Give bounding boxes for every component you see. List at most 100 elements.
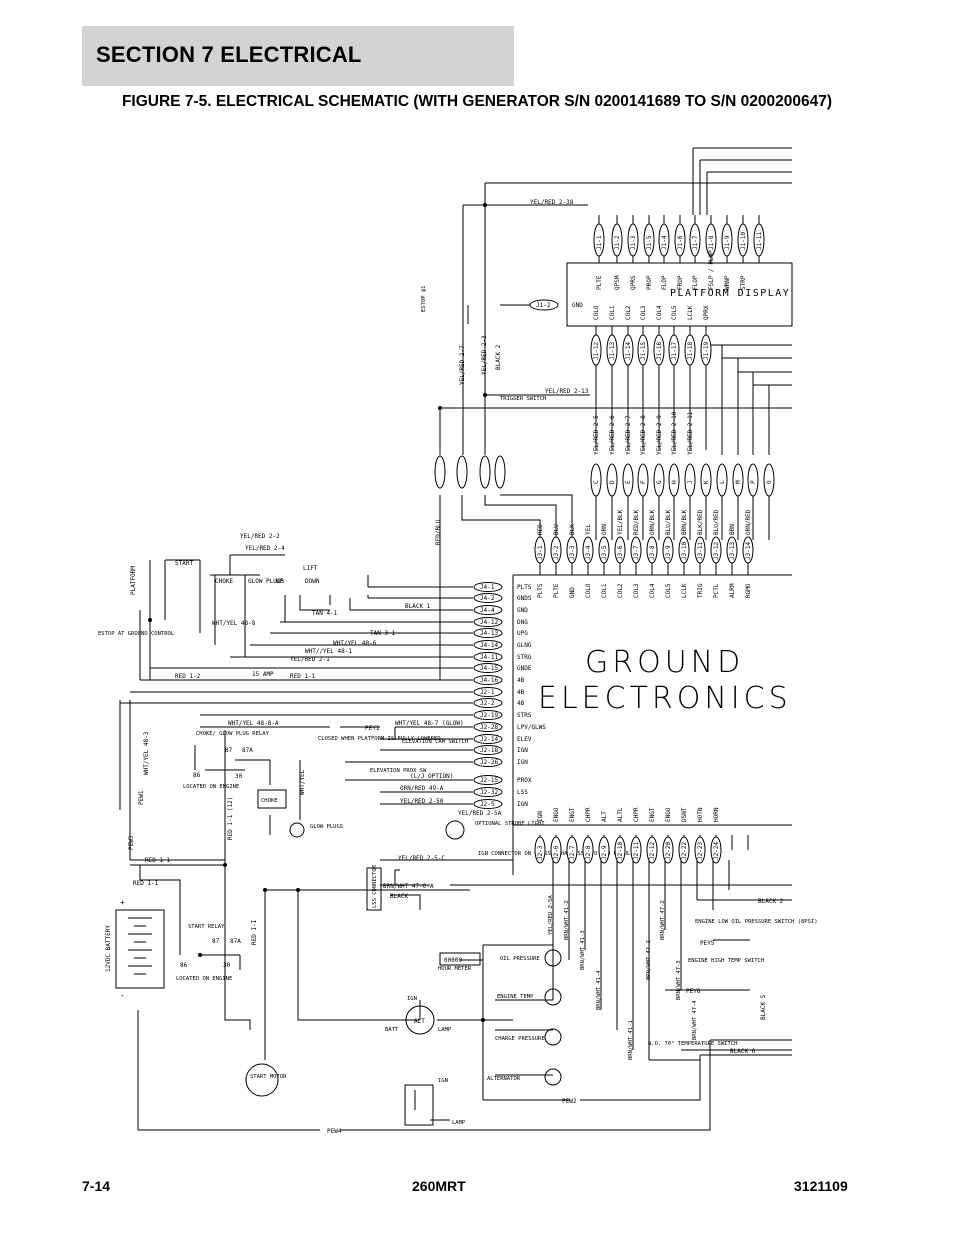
lss-connector-label: LSS CONNECTOR [372, 864, 378, 908]
j3-signal: RGMO [745, 583, 752, 598]
ground-pin-signal: UPG [517, 630, 528, 637]
wire-yel-red-2-50: YEL/RED 2-50 [400, 798, 444, 805]
ground-bottom-connector [630, 836, 642, 864]
platform-bottom-connector [590, 334, 602, 366]
j3-wire-color: BRN/BLK [681, 509, 688, 535]
wire-black-6: BLACK 6 [730, 1048, 756, 1055]
platform-top-signal: PROP [646, 275, 653, 290]
j3-wire-color: RED/BLK [633, 509, 640, 535]
ground-pin-connector-label: J2-2 [480, 700, 495, 707]
platform-bottom-connector-label: J1-12 [593, 342, 600, 360]
platform-top-connector [611, 223, 623, 257]
ground-bottom-connector-label: J2-11 [633, 842, 640, 860]
ground-pin-connector [473, 628, 503, 638]
mid-wire-label: YEL/RED 2-5 [593, 415, 600, 455]
ground-pin-connector-label: J4-12 [480, 619, 498, 626]
alt-label: ALT [414, 1018, 425, 1025]
wire-red-blu: RED/BLU [435, 519, 442, 545]
ground-pin-connector-label: J4-13 [480, 630, 498, 637]
relay-pin-label: 87A [242, 747, 253, 754]
j3-connector [630, 536, 642, 564]
j3-wire-color: BLU/RED [713, 509, 720, 535]
platform-top-connector-label: J1-9 [724, 235, 731, 250]
ground-pin-connector-label: J2-14 [480, 736, 498, 743]
mid-connector [747, 463, 759, 497]
ground-pin-signal: GLNG [517, 642, 532, 649]
mid-connector [716, 463, 728, 497]
mid-connector [668, 463, 680, 497]
j3-connector-label: J3-5 [601, 545, 608, 560]
strobe-label: OPTIONAL STROBE LIGHT [475, 821, 545, 827]
ground-pin-connector-label: J2-19 [480, 712, 498, 719]
ground-bottom-connector-label: J2-20 [665, 842, 672, 860]
ground-electronics-title-2: ELECTRONICS [538, 681, 792, 716]
j3-connector [566, 536, 578, 564]
relay-pin-label: 30 [235, 773, 243, 780]
mid-connector [622, 463, 634, 497]
ground-pin-signal: PLTS [517, 584, 532, 591]
j3-wire-color: BLU/BLK [665, 509, 672, 535]
estop-ground-label: ESTOP AT GROUND CONTROL [98, 631, 175, 637]
j3-connector [662, 536, 674, 564]
brn-wht-wire-label: BRN/WHT 47-4 [692, 1000, 698, 1040]
wire-yel-red-2-1: YEL/RED 2-1 [290, 656, 330, 663]
engine-temp-label: ENGINE TEMP [497, 994, 534, 1000]
platform-gnd-connector-label: J1-2 [536, 302, 551, 309]
j3-connector-label: J3-6 [617, 545, 624, 560]
wire-yel-red-2-13: YEL/RED 2-13 [545, 388, 589, 395]
platform-bottom-connector [606, 334, 618, 366]
platform-bottom-signal: COL5 [671, 305, 678, 320]
plug-pew2: PEW2 [562, 1098, 577, 1105]
ground-pin-connector-label: J4-1 [480, 584, 495, 591]
ground-pin-connector [473, 675, 503, 685]
platform-bottom-connector-label: J1-19 [703, 342, 710, 360]
plug-pew3: PEW3 [128, 835, 135, 850]
plug-pey6: PEY6 [686, 988, 701, 995]
section-title: SECTION 7 ELECTRICAL [96, 42, 362, 67]
j3-signal: TRIG [697, 583, 704, 598]
j3-wire-color: ORN/BLK [649, 509, 656, 535]
mid-connector-label: L [719, 480, 726, 484]
platform-label: PLATFORM [130, 566, 137, 595]
ground-bottom-connector [710, 836, 722, 864]
hour-meter-label: HOUR METER [438, 966, 472, 972]
j3-signal: COL2 [617, 583, 624, 598]
brn-wht-wire-label: BRN/WHT 47-1 [646, 940, 652, 980]
platform-bottom-connector [637, 334, 649, 366]
ground-bottom-signal: HORN [713, 807, 720, 822]
platform-top-connector [658, 223, 670, 257]
lamp-2-label: LAMP [452, 1120, 466, 1126]
j3-wire-color: BLK/RED [697, 509, 704, 535]
up-label: UP [276, 578, 284, 585]
platform-top-connector-label: J1-4 [661, 235, 668, 250]
wire-yel-red-2-2: YEL/RED 2-2 [240, 533, 280, 540]
j3-wire-color: RED [537, 524, 544, 535]
j3-signal: PCTL [713, 583, 720, 598]
platform-top-signal: FLOP [661, 275, 668, 290]
battery-minus: - [120, 991, 125, 1000]
ground-pin-connector [473, 757, 503, 767]
platform-bottom-signal: COL2 [625, 305, 632, 320]
ground-pin-connector-label: J2-15 [480, 777, 498, 784]
ground-pin-connector [473, 775, 503, 785]
platform-top-signal: FROP [677, 275, 684, 290]
wire-black-2b: BLACK 2 [758, 898, 784, 905]
platform-top-connector-label: J1-10 [740, 232, 747, 250]
platform-top-connector-label: J1-11 [756, 232, 763, 250]
mid-connector-label: F [640, 480, 647, 484]
engine-oil-switch-label: ENGINE LOW OIL PRESSURE SWITCH (8PSI) [695, 919, 818, 925]
ground-bottom-signal: CHPR [633, 807, 640, 822]
ground-bottom-connector [550, 836, 562, 864]
ground-bottom-connector [534, 836, 546, 864]
wire-yel-red-2-5c: YEL/RED 2-5-C [398, 855, 445, 862]
ground-bottom-connector [614, 836, 626, 864]
ground-pin-connector-label: J2-32 [480, 789, 498, 796]
j3-connector [534, 536, 546, 564]
j3-connector [550, 536, 562, 564]
wire-tan-3-1: TAN 3-1 [370, 630, 396, 637]
start-relay-label: START RELAY [188, 924, 225, 930]
start-label: START [175, 560, 193, 567]
ground-pin-connector [473, 698, 503, 708]
estop-platform-label: ESTOP @1 [421, 286, 427, 313]
ground-pin-connector-label: J2-28 [480, 724, 498, 731]
